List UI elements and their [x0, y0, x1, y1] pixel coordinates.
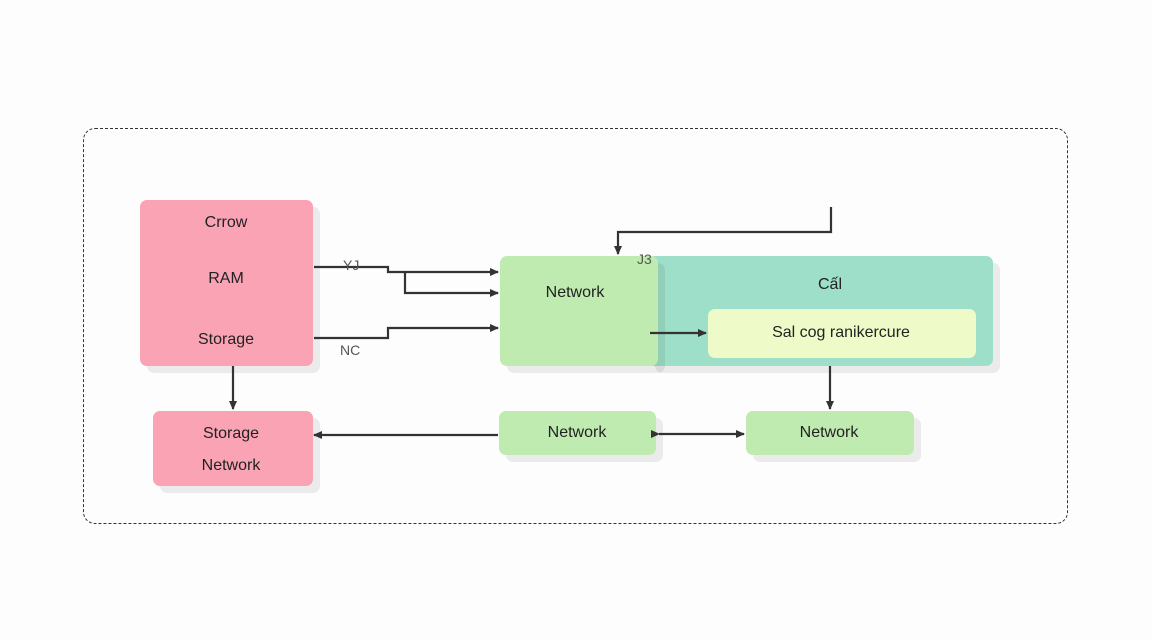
network-top-label: Network: [545, 284, 605, 301]
edge-label-bottom: NC: [340, 342, 361, 358]
inner-box-label: Sal cog ranikercure: [772, 324, 910, 341]
inner-box: Sal cog ranikercure: [708, 309, 976, 358]
cache-group-label: Cấl: [817, 276, 843, 293]
edge-ram-to-network-branch: [403, 272, 499, 297]
network-right-block: Network: [746, 411, 914, 455]
network-top-block: Network: [500, 256, 658, 366]
edge-label-feedback: J3: [637, 251, 652, 267]
storage-network-block: Storage Network: [153, 411, 313, 486]
edge-label-top: YJ: [343, 257, 360, 273]
dashed-boundary: [83, 128, 1068, 524]
edge-ram-to-network-upper: [314, 265, 499, 276]
network-mid-label: Network: [547, 424, 607, 441]
network-mid-block: Network: [499, 411, 656, 455]
storage-network-label-2: Network: [201, 457, 261, 474]
left-block: Crrow RAM Storage: [140, 200, 313, 366]
left-block-label-2: RAM: [208, 270, 244, 287]
left-block-label-3: Storage: [197, 331, 255, 348]
edge-storage-to-network: [314, 324, 499, 340]
storage-network-label-1: Storage: [202, 425, 260, 442]
edge-feedback-loop: [614, 207, 833, 255]
left-block-label-1: Crrow: [204, 214, 248, 231]
network-right-label: Network: [799, 424, 859, 441]
